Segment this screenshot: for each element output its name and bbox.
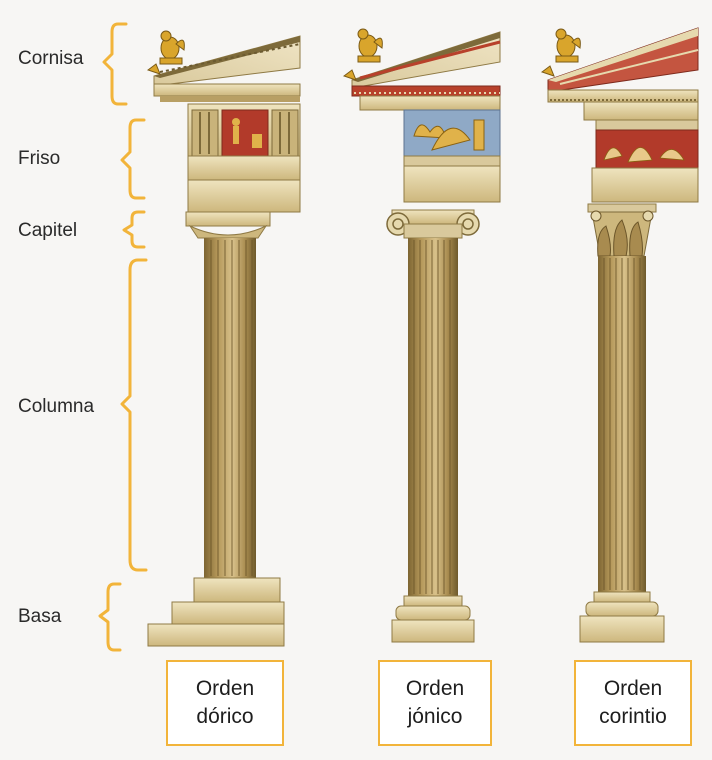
ionic-capital — [386, 209, 480, 239]
doric-capital — [185, 211, 271, 239]
order-caption-doric-line2: dórico — [196, 705, 254, 728]
doric-griffin-ornament — [159, 30, 185, 65]
corinthian-cornice — [540, 27, 699, 121]
bracket-cornisa — [102, 22, 128, 106]
corinthian-order-illustration — [540, 27, 699, 643]
bracket-capitel — [122, 210, 146, 249]
bracket-columna — [120, 258, 148, 572]
corinthian-shaft — [598, 256, 646, 592]
order-caption-ionic-line2: jónico — [407, 705, 463, 728]
doric-order-illustration — [146, 30, 301, 647]
order-caption-doric: Orden dórico — [166, 660, 284, 746]
corinthian-base — [579, 591, 665, 643]
doric-shaft — [204, 238, 256, 578]
bracket-friso — [120, 118, 146, 200]
label-columna: Columna — [18, 396, 95, 417]
bracket-basa — [98, 582, 122, 652]
order-caption-doric-line1: Orden — [195, 677, 255, 700]
ionic-griffin-ornament — [357, 28, 383, 63]
ionic-frieze — [403, 109, 501, 203]
corinthian-capital — [587, 203, 657, 257]
order-caption-corinthian-line1: Orden — [603, 677, 663, 700]
corinthian-griffin-ornament — [555, 28, 581, 63]
order-caption-corinthian: Orden corintio — [574, 660, 692, 746]
label-basa: Basa — [18, 606, 62, 627]
order-caption-corinthian-line2: corintio — [599, 705, 667, 728]
label-capitel: Capitel — [18, 220, 78, 241]
label-cornisa: Cornisa — [18, 48, 84, 69]
doric-frieze — [187, 103, 301, 213]
ionic-cornice — [342, 28, 501, 111]
ionic-order-illustration — [342, 28, 501, 643]
ionic-shaft — [408, 238, 458, 596]
doric-base — [147, 577, 285, 647]
label-friso: Friso — [18, 148, 61, 169]
ionic-base — [391, 595, 475, 643]
corinthian-frieze — [591, 119, 699, 203]
order-caption-ionic: Orden jónico — [378, 660, 492, 746]
doric-cornice — [146, 30, 301, 102]
order-caption-ionic-line1: Orden — [405, 677, 465, 700]
